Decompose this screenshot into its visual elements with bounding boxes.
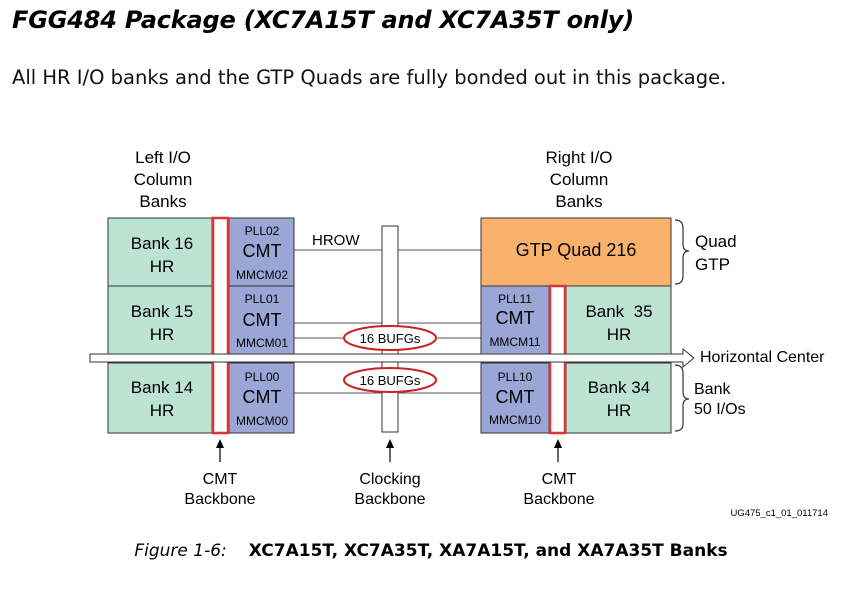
right-column-title: Right I/O Column Banks — [545, 148, 612, 211]
mmcm01-label: MMCM01 — [236, 336, 288, 350]
mmcm00-label: MMCM00 — [236, 414, 288, 428]
left-column-title-line-2: Column — [134, 170, 193, 189]
left-column-title: Left I/O Column Banks — [134, 148, 193, 211]
figure-id: UG475_c1_01_011714 — [730, 508, 828, 519]
bufg-lower: 16 BUFGs — [343, 367, 437, 393]
left-bank-column — [107, 217, 213, 434]
cmt-left-mid-label: CMT — [243, 310, 282, 330]
bufg-lower-label: 16 BUFGs — [360, 373, 421, 388]
left-column-title-line-1: Left I/O — [135, 148, 191, 167]
bank-35-box — [565, 285, 672, 355]
cmt-right-mid-label: CMT — [496, 308, 535, 328]
gtp-quad-216-box — [480, 217, 672, 287]
quad-gtp-label-line-1: Quad — [695, 232, 737, 251]
cmt-backbone-right-label-line-1: CMT — [542, 471, 577, 488]
cmt-backbone-right-arrowhead — [554, 439, 562, 448]
quad-gtp-label-line-2: GTP — [695, 255, 730, 274]
intro-text: All HR I/O banks and the GTP Quads are f… — [12, 66, 727, 89]
cmt-right-bot-label: CMT — [496, 387, 535, 407]
figure-caption: Figure 1-6: XC7A15T, XC7A35T, XA7A15T, an… — [0, 541, 862, 561]
figure-caption-label: Figure 1-6: — [134, 541, 227, 561]
cmt-backbone-left-arrowhead — [216, 439, 224, 448]
bank-ios-brace — [674, 364, 690, 432]
bank-34-type: HR — [607, 401, 632, 420]
right-column-title-line-1: Right I/O — [545, 148, 612, 167]
left-column-title-line-3: Banks — [139, 192, 186, 211]
cmt-left-top-label: CMT — [243, 241, 282, 261]
bufg-upper-label: 16 BUFGs — [360, 331, 421, 346]
right-column-title-line-2: Column — [550, 170, 609, 189]
quad-gtp-brace — [674, 219, 690, 285]
bank-ios-label-line-1: Bank — [694, 381, 731, 398]
cmt-right-mid-box — [480, 285, 550, 355]
page-heading: FGG484 Package (XC7A15T and XC7A35T only… — [12, 6, 635, 34]
mmcm02-label: MMCM02 — [236, 268, 288, 282]
cmt-right-bot-box — [480, 362, 550, 434]
bank-35-name: Bank 35 — [585, 302, 652, 321]
bank-14-name: Bank 14 — [131, 378, 193, 397]
bank-16-type: HR — [150, 257, 175, 276]
clocking-backbone-label-line-2: Backbone — [354, 491, 425, 508]
pll00-label: PLL00 — [245, 370, 280, 384]
cmt-left-bot-label: CMT — [243, 387, 282, 407]
bufg-upper: 16 BUFGs — [343, 325, 437, 351]
horizontal-center-label: Horizontal Center — [700, 349, 825, 366]
hrow-label: HROW — [312, 232, 360, 249]
right-column-title-line-3: Banks — [555, 192, 602, 211]
bank-14-type: HR — [150, 401, 175, 420]
cmt-backbone-left-label-line-2: Backbone — [184, 491, 255, 508]
bank-34-name: Bank 34 — [588, 378, 650, 397]
bank-ios-label-line-2: 50 I/Os — [694, 401, 746, 418]
horizontal-center-arrow — [89, 347, 695, 369]
bank-15-name: Bank 15 — [131, 302, 193, 321]
pll11-label: PLL11 — [498, 292, 532, 306]
bank-34-box — [565, 362, 672, 434]
figure-caption-title: XC7A15T, XC7A35T, XA7A15T, and XA7A35T B… — [248, 541, 728, 561]
cmt-backbone-left-bar — [211, 216, 230, 435]
bank-16-name: Bank 16 — [131, 234, 193, 253]
pll10-label: PLL10 — [498, 370, 533, 384]
bank-16-box — [107, 217, 213, 287]
bank-14-box — [107, 362, 213, 434]
cmt-left-mid-box — [228, 285, 295, 355]
cmt-backbone-right-label-line-2: Backbone — [523, 491, 594, 508]
bank-35-type: HR — [607, 325, 632, 344]
cmt-backbone-left-label-line-1: CMT — [203, 471, 238, 488]
bank-15-type: HR — [150, 325, 175, 344]
mmcm10-label: MMCM10 — [489, 413, 541, 427]
clocking-backbone-label-line-1: Clocking — [359, 471, 420, 488]
gtp-quad-216-label: GTP Quad 216 — [516, 240, 637, 260]
mmcm11-label: MMCM11 — [489, 335, 540, 349]
clocking-backbone-arrowhead — [386, 439, 394, 448]
pll02-label: PLL02 — [245, 224, 280, 238]
pll01-label: PLL01 — [245, 292, 280, 306]
